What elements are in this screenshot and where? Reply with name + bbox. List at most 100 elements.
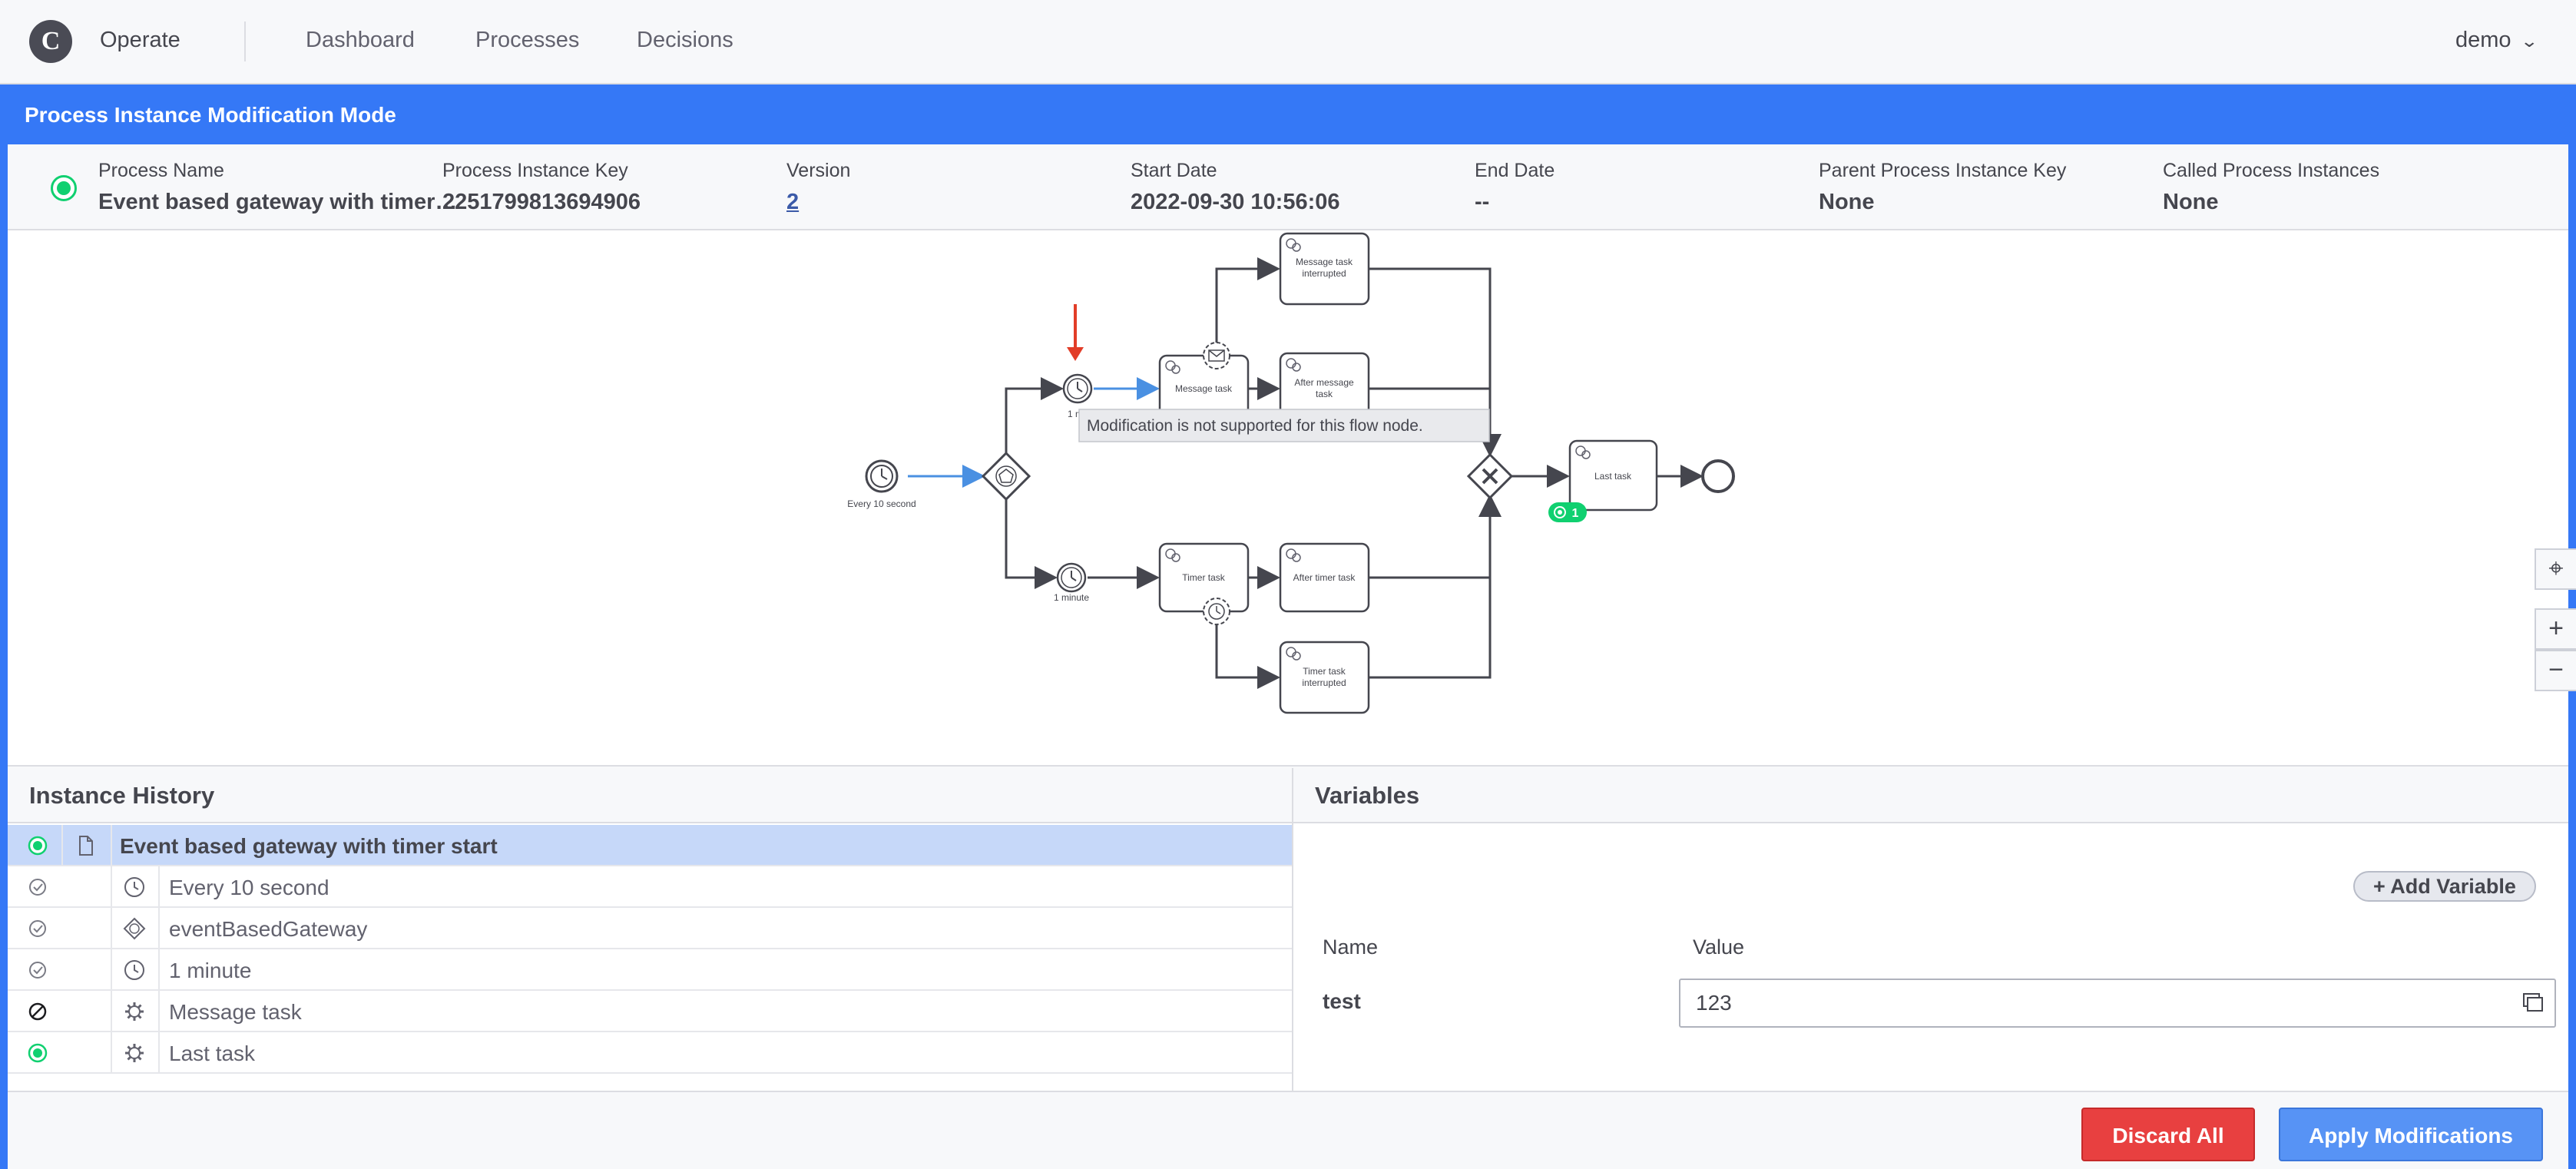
open-editor-icon[interactable] [2522,992,2544,1012]
minus-icon: − [2548,655,2564,684]
history-row-timer[interactable]: 1 minute [8,949,1292,991]
modification-target-arrow [1067,304,1084,361]
message-boundary-event[interactable] [1203,342,1230,369]
plus-icon: + [2373,875,2391,898]
plus-icon: + [2548,614,2564,643]
add-variable-button[interactable]: + Add Variable [2353,871,2536,902]
zoom-out-button[interactable]: − [2535,650,2576,691]
process-name-column: Process Name Event based gateway with ti… [98,160,457,215]
timer-task-label: Timer task [1182,572,1226,583]
zoom-in-button[interactable]: + [2535,608,2576,650]
user-name: demo [2455,28,2511,52]
bpmn-diagram-canvas[interactable]: Every 10 second 1 m 1 minute [8,230,2576,767]
reset-diagram-button[interactable]: ⌖ [2535,548,2576,590]
history-row-gateway[interactable]: eventBasedGateway [8,908,1292,949]
process-name-value: Event based gateway with timer… [98,190,458,214]
end-event[interactable] [1701,459,1735,493]
canceled-state-icon [28,1002,47,1021]
last-task-label: Last task [1594,471,1632,482]
timer-boundary-event[interactable] [1203,598,1230,625]
version-link[interactable]: 2 [786,190,800,214]
start-event-label: Every 10 second [847,498,916,509]
message-task-interrupted[interactable] [1279,232,1370,306]
last-task[interactable] [1568,439,1658,512]
row-divider [158,991,160,1032]
variables-title: Variables [1293,768,2568,823]
called-instances-column: Called Process Instances None [2163,160,2379,215]
active-state-icon [28,1043,48,1063]
variables-value-header: Value [1693,936,1745,959]
chevron-down-icon: ⌄ [2519,31,2538,51]
parent-instance-value: None [1819,190,1875,214]
history-row-label: Message task [169,1000,302,1024]
after-message-label-1: After message [1294,377,1354,388]
history-row-start-event[interactable]: Every 10 second [8,866,1292,908]
start-date-value: 2022-09-30 10:56:06 [1131,190,1340,214]
process-name-label: Process Name [98,160,224,181]
variable-value: 123 [1696,991,1732,1015]
history-row-message-task[interactable]: Message task [8,991,1292,1032]
history-row-label: eventBasedGateway [169,917,368,941]
history-row-label: 1 minute [169,959,252,982]
instance-history-title: Instance History [8,768,1292,823]
timer-task-interrupted[interactable] [1279,641,1370,714]
apply-modifications-button[interactable]: Apply Modifications [2279,1108,2543,1161]
instance-key-label: Process Instance Key [442,160,628,181]
message-task-label: Message task [1175,383,1233,394]
completed-state-icon [29,962,46,979]
brand-name[interactable]: Operate [100,28,180,52]
nav-link-decisions[interactable]: Decisions [637,28,733,52]
camunda-logo[interactable]: C [29,20,72,63]
add-variable-label: Add Variable [2390,875,2516,898]
after-message-label-2: task [1316,389,1333,399]
end-date-value: -- [1475,190,1490,214]
called-instances-value: None [2163,190,2219,214]
discard-all-button[interactable]: Discard All [2081,1108,2255,1161]
version-label: Version [786,160,851,181]
end-date-column: End Date -- [1475,160,1555,215]
sequence-flows [908,257,1704,689]
timer-interrupted-label-1: Timer task [1303,666,1346,677]
variable-name: test [1323,989,1361,1013]
version-column: Version 2 [786,160,850,215]
nav-link-dashboard[interactable]: Dashboard [306,28,415,52]
active-token-badge [1548,502,1587,522]
row-divider [111,825,112,866]
variable-value-input[interactable]: 123 [1679,979,2556,1028]
history-row-last-task[interactable]: Last task [8,1032,1292,1074]
end-date-label: End Date [1475,160,1555,181]
timer-event-top[interactable] [1062,373,1093,404]
modification-mode-banner: Process Instance Modification Mode [0,84,2576,144]
event-based-gateway[interactable] [981,451,1031,502]
row-divider [111,866,112,908]
tooltip-text: Modification is not supported for this f… [1087,417,1423,435]
parent-instance-label: Parent Process Instance Key [1819,160,2067,181]
banner-title: Process Instance Modification Mode [25,103,396,127]
message-interrupted-label-2: interrupted [1302,268,1346,279]
history-row-root[interactable]: Event based gateway with timer start [8,825,1292,866]
user-menu[interactable]: demo ⌄ [2455,28,2538,53]
nav-divider [244,22,246,61]
history-row-label: Event based gateway with timer start [120,834,498,858]
variables-panel: Variables + Add Variable Name Value test… [1292,768,2568,1091]
timer-interrupted-label-2: interrupted [1302,677,1346,688]
completed-state-icon [29,920,46,937]
nav-link-processes[interactable]: Processes [475,28,580,52]
history-row-label: Every 10 second [169,876,329,899]
parent-instance-column: Parent Process Instance Key None [1819,160,2066,215]
instance-key-column: Process Instance Key 2251799813694906 [442,160,641,215]
gateway-icon [123,917,146,940]
row-divider [158,949,160,991]
row-divider [158,866,160,908]
called-instances-label: Called Process Instances [2163,160,2380,181]
completed-state-icon [29,879,46,896]
timer-event-bottom[interactable] [1056,562,1087,593]
start-date-column: Start Date 2022-09-30 10:56:06 [1131,160,1339,215]
active-state-icon [28,836,48,856]
start-timer-event[interactable] [865,459,899,493]
history-row-label: Last task [169,1042,256,1065]
after-timer-task[interactable] [1279,542,1370,613]
active-token-count: 1 [1572,507,1579,520]
row-divider [61,825,63,866]
exclusive-gateway[interactable] [1466,452,1514,500]
